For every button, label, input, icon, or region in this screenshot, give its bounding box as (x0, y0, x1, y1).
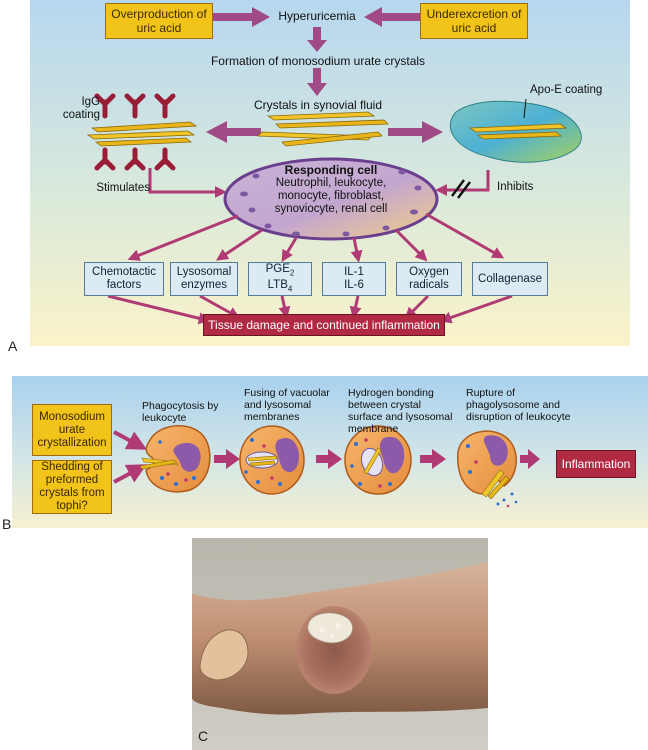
inhibition-bars-icon (451, 179, 471, 199)
cell-to-mediators-arrows (127, 212, 505, 263)
apoe-leader-line (523, 98, 527, 119)
arrow-formation-to-crystals (307, 68, 327, 96)
step4-label: Rupture of phagolysosome and disruption … (466, 387, 571, 423)
il1-il6-box: IL-1 IL-6 (322, 262, 386, 296)
il1-label: IL-1 (344, 266, 364, 278)
stimulates-arrow (148, 168, 227, 198)
step3-label: Hydrogen bonding between crystal surface… (348, 387, 453, 435)
step2-label: Fusing of vacuolar and lysosomal membran… (244, 387, 330, 423)
formation-label: Formation of monosodium urate crystals (210, 54, 426, 68)
overproduction-box: Overproduction of uric acid (105, 3, 213, 39)
leukocyte-step2-icon (239, 425, 305, 495)
msu-crystallization-box: Monosodium urate crystallization (32, 404, 112, 456)
arrow-hyperuricemia-to-formation (307, 27, 327, 52)
apoe-coating-label: Apo-E coating (530, 84, 603, 96)
panel-c-letter: C (198, 728, 209, 744)
chemotactic-factors-box: Chemotactic factors (84, 262, 164, 296)
igg-crystal-icon (86, 121, 198, 147)
collagenase-box: Collagenase (472, 262, 548, 296)
ltb4-label: LTB4 (267, 279, 293, 294)
inhibits-label: Inhibits (497, 181, 534, 193)
arrow-underexcretion-to-hyperuricemia (364, 7, 420, 27)
hyperuricemia-label: Hyperuricemia (278, 9, 356, 23)
gouty-tophus-photo (192, 538, 488, 750)
inflammation-box: Inflammation (556, 450, 636, 478)
crystals-in-fluid-label: Crystals in synovial fluid (253, 98, 383, 112)
igg-coating-label: IgG coating (62, 96, 100, 121)
responding-cell-icon (223, 157, 439, 241)
step-arrows (214, 449, 540, 469)
oxygen-radicals-box: Oxygen radicals (396, 262, 462, 296)
responding-cell-text: Responding cell Neutrophil, leukocyte, m… (255, 163, 407, 216)
shedding-crystals-box: Shedding of preformed crystals from toph… (32, 460, 112, 514)
tissue-damage-box: Tissue damage and continued inflammation (203, 314, 445, 336)
input-arrows (113, 430, 148, 484)
mediators-to-damage-arrows (107, 294, 513, 325)
panel-a-letter: A (8, 338, 18, 354)
panel-b-letter: B (2, 516, 12, 532)
pge2-label: PGE2 (265, 262, 295, 277)
igg-antibody-icon (94, 93, 176, 171)
underexcretion-box: Underexcretion of uric acid (420, 3, 528, 39)
lysosomal-enzymes-box: Lysosomal enzymes (170, 262, 238, 296)
leukocyte-step3-icon (344, 425, 412, 495)
pge2-ltb4-box: PGE2 LTB4 (248, 262, 312, 296)
stimulates-label: Stimulates (96, 182, 150, 194)
synovial-crystals-icon (257, 111, 389, 147)
toe-illustration (192, 538, 488, 750)
leukocyte-step1-icon (139, 425, 211, 493)
responding-cell-body: Neutrophil, leukocyte, monocyte, fibrobl… (274, 177, 388, 215)
responding-cell-title: Responding cell (284, 163, 378, 177)
arrow-crystals-to-igg (206, 121, 261, 143)
arrow-overproduction-to-hyperuricemia (212, 7, 270, 27)
arrow-crystals-to-apoe (388, 121, 443, 143)
apoe-coated-crystal-icon (449, 100, 582, 163)
step1-label: Phagocytosis by leukocyte (142, 400, 219, 424)
leukocyte-step4-icon (457, 430, 518, 508)
il6-label: IL-6 (344, 279, 364, 291)
